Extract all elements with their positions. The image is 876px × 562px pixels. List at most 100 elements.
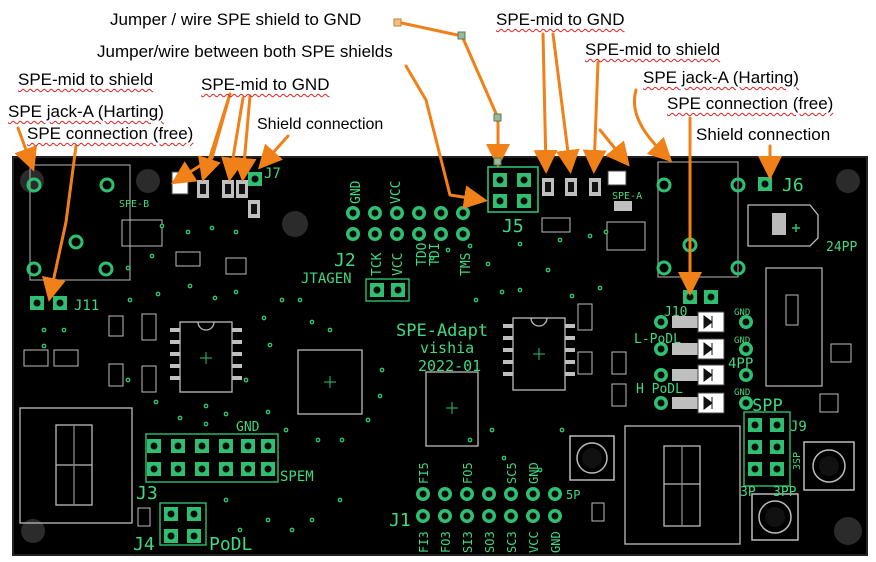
silk-vcc-j1: VCC xyxy=(527,531,541,553)
via xyxy=(149,253,155,259)
via xyxy=(289,527,295,533)
leader-knot xyxy=(393,18,402,27)
via xyxy=(379,367,385,373)
via xyxy=(243,377,249,383)
via xyxy=(155,291,161,297)
silk-j2: J2 xyxy=(334,250,356,271)
transformer xyxy=(747,204,819,247)
via xyxy=(337,497,343,503)
via xyxy=(467,437,473,443)
via xyxy=(473,297,479,303)
via xyxy=(339,437,345,443)
silk-date: 2022-01 xyxy=(418,357,481,375)
arrow-mid-shield-right-a xyxy=(582,60,607,174)
via xyxy=(185,229,191,235)
silk-tms: TMS xyxy=(459,253,474,276)
via xyxy=(467,243,473,249)
annotation-shield-gnd: Jumper / wire SPE shield to GND xyxy=(110,10,362,29)
arrow-conn-free-left xyxy=(42,144,78,302)
via xyxy=(517,287,523,293)
silk-j5: J5 xyxy=(502,216,524,237)
arrow-between-shields xyxy=(404,64,488,210)
via xyxy=(177,415,183,421)
jtag-header xyxy=(346,206,470,302)
via xyxy=(445,247,451,253)
silk-j6: J6 xyxy=(782,175,804,196)
via xyxy=(265,517,271,523)
via xyxy=(603,229,609,235)
via xyxy=(187,283,193,289)
arrow-mid-gnd-left-a xyxy=(221,96,245,182)
via xyxy=(127,297,133,303)
annotation-arrows xyxy=(14,20,782,302)
via xyxy=(587,233,593,239)
silk-gnd-r3: GND xyxy=(734,388,750,398)
silk-fo3: FO3 xyxy=(439,531,453,553)
annotation-shield-conn-right: Shield connection xyxy=(696,125,831,144)
annotation-jack-a-left: SPE jack-A (Harting) xyxy=(8,102,164,121)
silk-gnd-r1: GND xyxy=(734,308,750,318)
silk-3p: 3P xyxy=(740,485,756,500)
qfp-center xyxy=(297,349,363,415)
silk-fo5: FO5 xyxy=(461,462,475,484)
silk-l-podl: L-PoDL xyxy=(634,332,681,347)
mounting-hole xyxy=(20,169,44,193)
silk-si3: SI3 xyxy=(461,531,475,553)
arrow-jack-right xyxy=(633,88,673,163)
ic-left xyxy=(179,321,233,393)
via xyxy=(489,427,495,433)
via xyxy=(61,327,67,333)
via xyxy=(377,393,383,399)
via xyxy=(223,497,229,503)
via xyxy=(365,417,371,423)
annotation-mid-gnd-right: SPE-mid to GND xyxy=(496,10,625,29)
via xyxy=(569,293,575,299)
j3-header xyxy=(145,433,279,483)
silk-4pp: 4PP xyxy=(728,356,753,372)
silk-24pp: 24PP xyxy=(826,240,857,255)
arrow-mid-gnd-right-b xyxy=(551,32,580,174)
mounting-hole xyxy=(136,169,160,193)
silk-gnd-j1b: GND xyxy=(549,531,563,553)
silkscreen-labels: SPE-B SPE-A J7 J6 J11 J2 J5 JTAGEN GND V… xyxy=(74,166,857,555)
via xyxy=(261,315,267,321)
silk-podl: PoDL xyxy=(209,534,253,555)
silk-j7: J7 xyxy=(264,166,281,182)
silk-vcc-bottom: VCC xyxy=(391,253,406,276)
via xyxy=(309,319,315,325)
via xyxy=(485,261,491,267)
silk-gnd-top: GND xyxy=(349,180,364,204)
via xyxy=(41,343,47,349)
smd-jumpers-right xyxy=(542,170,632,211)
arrow-mid-gnd-left-b xyxy=(232,94,257,182)
silk-vcc-top: VCC xyxy=(389,181,404,204)
mounting-hole xyxy=(21,519,45,543)
silk-j11: J11 xyxy=(74,298,99,314)
silk-fi3: FI3 xyxy=(417,531,431,553)
regulator xyxy=(425,371,479,447)
via xyxy=(283,427,289,433)
via xyxy=(315,437,321,443)
via xyxy=(267,342,273,348)
via xyxy=(309,517,315,523)
spe-jack-b-outline xyxy=(26,164,131,281)
right-module-outline xyxy=(765,267,823,387)
via xyxy=(557,237,563,243)
annotation-between-shields: Jumper/wire between both SPE shields xyxy=(97,42,393,61)
silk-tck: TCK xyxy=(370,252,385,276)
silk-sc5: SC5 xyxy=(505,462,519,484)
via xyxy=(233,229,239,235)
via xyxy=(153,399,159,405)
via xyxy=(209,225,215,231)
arrow-jack-left xyxy=(14,126,38,172)
via xyxy=(279,297,285,303)
silk-tdi: TDI xyxy=(428,243,443,266)
silk-spe-b: SPE-B xyxy=(119,199,149,210)
bottom-left-connector xyxy=(19,407,133,524)
via xyxy=(212,295,218,301)
annotation-mid-shield-left: SPE-mid to shield xyxy=(18,70,154,89)
via xyxy=(223,411,229,417)
silk-tdo: TDO xyxy=(415,242,430,266)
via xyxy=(501,455,507,461)
silk-gnd-r2: GND xyxy=(734,336,750,346)
